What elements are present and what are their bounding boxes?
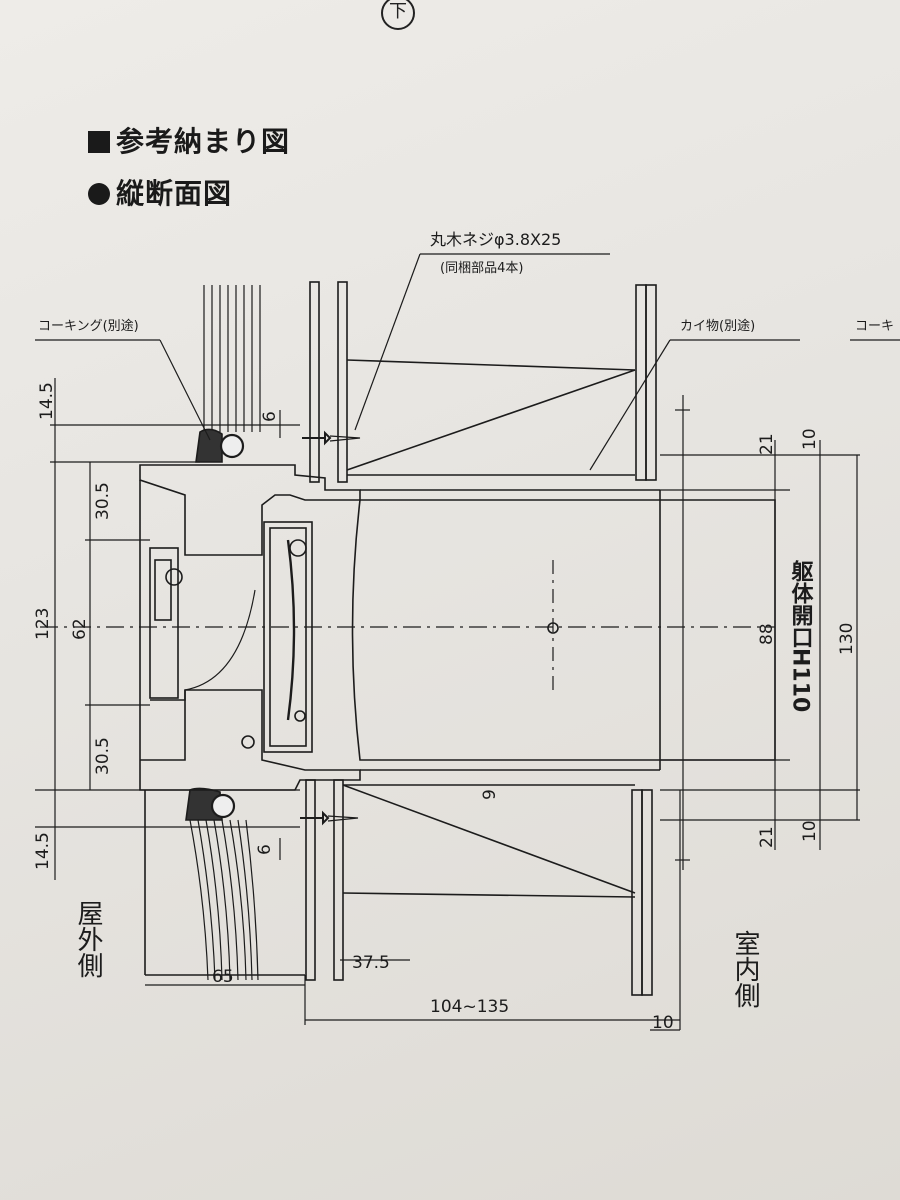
screw-note-label: (同梱部品4本) [440,261,523,276]
page-mark: 下 [381,0,415,30]
dim-65: 65 [212,967,234,987]
caulking-label: コーキング(別途) [38,318,139,334]
dim-62: 62 [70,618,90,640]
dim-6-top: 6 [260,411,280,422]
caulking-right-label: コーキ [855,319,894,334]
wall-siding-top [203,285,261,432]
dim-6-bottom: 6 [255,844,275,855]
dim-21-bottom: 21 [757,826,777,848]
subtitle-text: 縦断面図 [116,177,233,210]
dim-14-5-top: 14.5 [37,382,57,420]
outside-label: 屋外側 [73,900,103,978]
dim-10-top: 10 [800,428,820,450]
dim-30-5-bottom: 30.5 [93,737,113,775]
circle-bullet-icon [88,183,110,205]
dim-30-5-top: 30.5 [93,482,113,520]
inside-label: 室内側 [730,930,760,1008]
dim-37-5: 37.5 [352,953,390,973]
dim-123: 123 [33,608,53,640]
wall-siding-bottom [189,819,259,981]
dim-14-5-bottom: 14.5 [33,832,53,870]
dim-104-135: 104~135 [430,997,509,1017]
shim-label: カイ物(別途) [680,318,755,334]
dim-130: 130 [837,623,857,655]
title-text: 参考納まり図 [116,125,291,158]
square-bullet-icon [88,131,110,153]
dim-10-bottom: 10 [800,820,820,842]
screw-label: 丸木ネジφ3.8X25 [430,230,561,249]
drawing-title: 参考納まり図 [88,120,290,160]
drawing-subtitle: 縦断面図 [88,172,232,212]
dim-88: 88 [757,623,777,645]
dim-21-top: 21 [757,433,777,455]
dim-10-base: 10 [652,1013,674,1033]
opening-label: 躯体開口H110 [788,559,815,712]
dim-9: 9 [480,789,500,800]
